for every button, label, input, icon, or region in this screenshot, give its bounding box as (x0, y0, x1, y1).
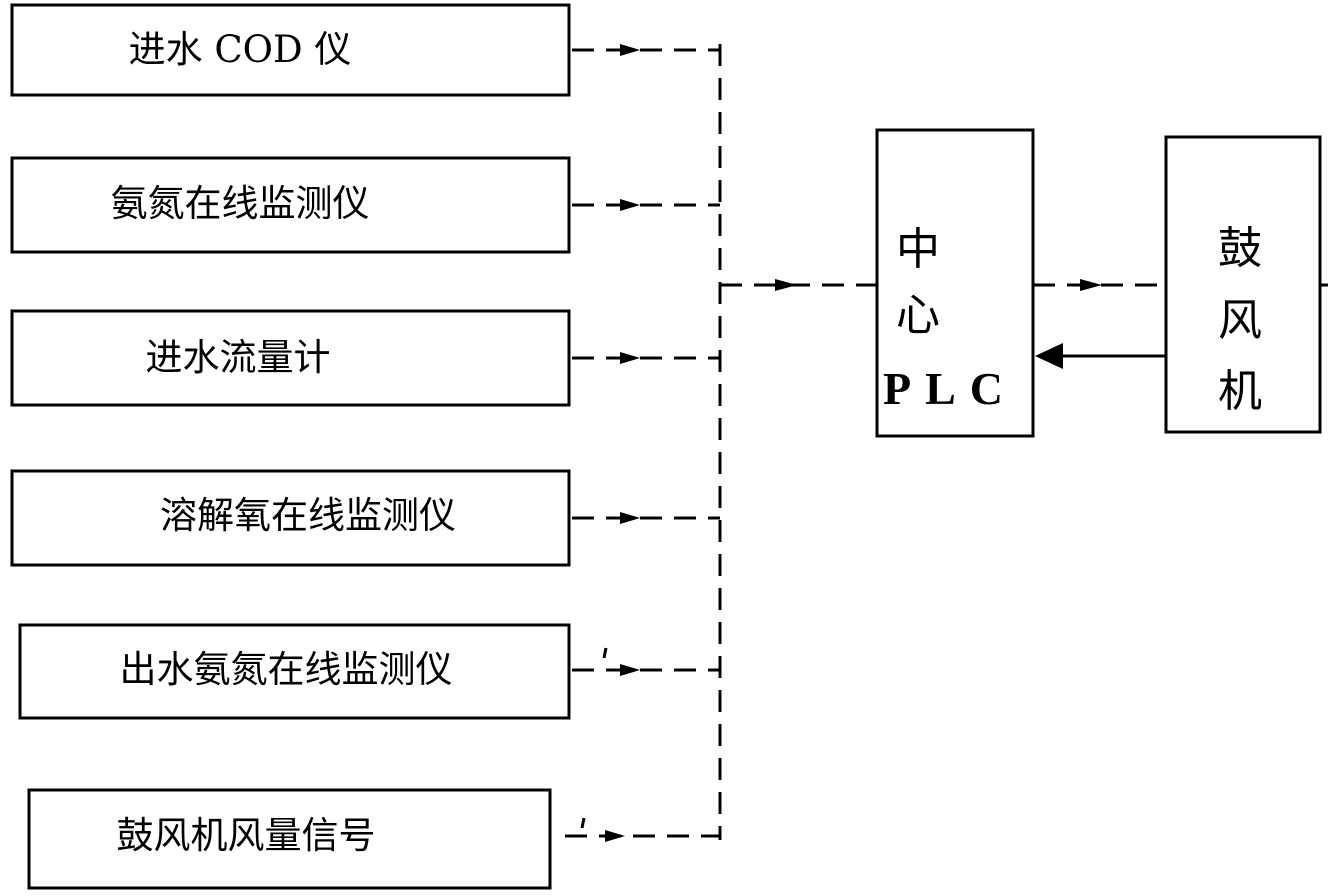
plc-label-line3: PLC (883, 363, 1017, 414)
tick-mark (580, 817, 586, 829)
input-label-cod: 进水 COD 仪 (129, 28, 352, 71)
input-label-flowmeter: 进水流量计 (146, 336, 331, 379)
blower-label-line2: 风 (1218, 295, 1262, 346)
arrow-right-icon (620, 44, 640, 56)
plc-label-line1: 中 (896, 224, 940, 275)
input-box-effluent-ammonia: 出水氨氮在线监测仪 (18, 623, 571, 720)
arrow-right-icon (620, 352, 640, 364)
input-arrowheads (605, 44, 640, 842)
blower-label-line1: 鼓 (1218, 223, 1262, 274)
input-box-dissolved-oxygen: 溶解氧在线监测仪 (10, 469, 571, 567)
input-connectors (565, 48, 720, 838)
input-label-effluent-ammonia: 出水氨氮在线监测仪 (120, 648, 453, 691)
arrow-right-icon (620, 512, 640, 524)
input-label-dissolved-oxygen: 溶解氧在线监测仪 (160, 494, 456, 537)
tick-mark (602, 647, 608, 659)
plc-label-line2: 心 (896, 290, 940, 341)
input-box-blower-airflow: 鼓风机风量信号 (27, 788, 552, 890)
input-label-blower-airflow: 鼓风机风量信号 (117, 814, 376, 857)
arrow-right-icon (620, 199, 640, 211)
arrow-right-icon (1080, 279, 1102, 291)
arrow-right-icon (620, 664, 640, 676)
arrow-left-icon (1035, 343, 1063, 369)
input-label-ammonia: 氨氮在线监测仪 (111, 182, 370, 225)
blower-label-line3: 机 (1218, 366, 1262, 417)
input-box-ammonia: 氨氮在线监测仪 (10, 156, 571, 254)
input-box-cod: 进水 COD 仪 (10, 3, 571, 97)
arrow-right-icon (605, 830, 625, 842)
arrow-right-icon (775, 279, 797, 291)
input-box-flowmeter: 进水流量计 (10, 309, 571, 407)
blower-box: 鼓 风 机 (1164, 135, 1322, 434)
central-plc-box: 中 心 PLC (875, 128, 1035, 438)
